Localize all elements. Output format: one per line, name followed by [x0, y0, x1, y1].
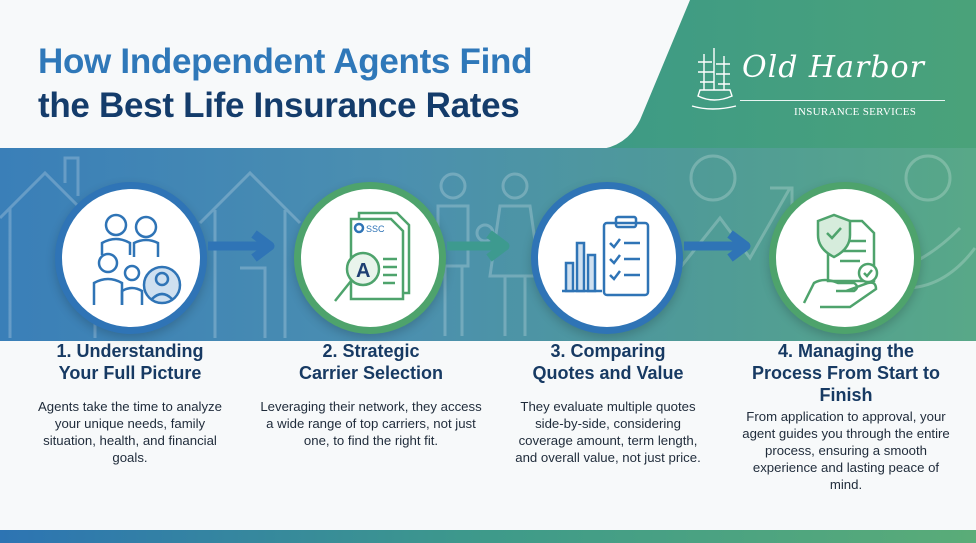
step-3: 3. Comparing Quotes and Value They evalu… — [493, 340, 723, 466]
step-1-circle — [55, 182, 207, 334]
step-1: 1. Understanding Your Full Picture Agent… — [17, 340, 243, 466]
step-2: 2. Strategic Carrier Selection Leveragin… — [256, 340, 486, 449]
document-magnifier-icon: SSC A — [334, 211, 411, 302]
family-icon — [92, 213, 182, 305]
arrow-3-icon — [684, 230, 751, 262]
page-title: How Independent Agents Find the Best Lif… — [38, 40, 658, 128]
carrier-badge: SSC — [366, 224, 385, 234]
step-2-body: Leveraging their network, they access a … — [260, 399, 482, 448]
logo-subtitle: INSURANCE SERVICES — [794, 106, 917, 118]
step-4: 4. Managing the Process From Start to Fi… — [734, 340, 958, 493]
ship-icon — [691, 48, 737, 110]
step-2-title: 2. Strategic Carrier Selection — [298, 341, 444, 383]
logo-rule — [740, 100, 945, 101]
title-line-1: How Independent Agents Find — [38, 42, 533, 81]
step-3-title: 3. Comparing Quotes and Value — [532, 341, 684, 383]
step-3-body: They evaluate multiple quotes side-by-si… — [515, 399, 701, 465]
step-2-circle: SSC A — [294, 182, 446, 334]
house-icon — [198, 170, 302, 338]
shield-document-hand-icon — [802, 213, 879, 309]
header-white-shape — [0, 0, 690, 150]
carrier-logo-mark: A — [356, 260, 370, 282]
dollar-coin-icon — [689, 154, 737, 202]
step-4-circle — [769, 182, 921, 334]
footer-bar — [0, 530, 976, 543]
title-line-2: the Best Life Insurance Rates — [38, 86, 520, 125]
step-1-title: 1. Understanding Your Full Picture — [56, 341, 204, 383]
old-harbor-logo: Old Harbor INSURANCE SERVICES — [690, 42, 970, 126]
arrow-2-icon — [447, 230, 510, 262]
chart-checklist-icon — [562, 215, 650, 297]
step-1-body: Agents take the time to analyze your uni… — [37, 399, 222, 465]
step-4-body: From application to approval, your agent… — [742, 409, 950, 492]
background-illustrations — [0, 154, 976, 338]
step-4-title: 4. Managing the Process From Start to Fi… — [751, 341, 941, 405]
step-3-circle — [531, 182, 683, 334]
arrow-1-icon — [208, 230, 275, 262]
logo-name: Old Harbor — [742, 50, 925, 85]
